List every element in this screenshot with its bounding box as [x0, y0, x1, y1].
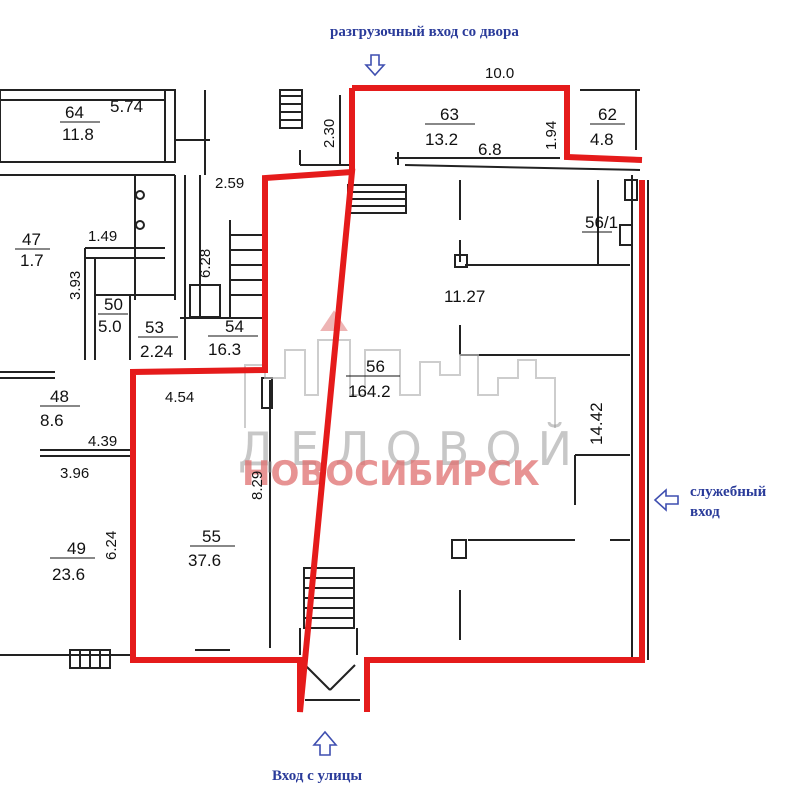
room-62-number: 62: [598, 105, 617, 124]
room-56-number: 56: [366, 357, 385, 376]
dim-1-49: 1.49: [88, 228, 117, 245]
watermark: ДЕЛОВОЙ НОВОСИБИРСК: [238, 310, 588, 494]
service-entrance-label-line1: служебный: [690, 484, 767, 500]
room-50-number: 50: [104, 295, 123, 314]
dimension-labels: 10.0 2.30 1.94 2.59 1.49 6.28 3.93 11.27…: [60, 65, 606, 560]
room-63-area: 13.2: [425, 130, 458, 149]
dim-8-29: 8.29: [249, 471, 266, 500]
dim-3-96: 3.96: [60, 465, 89, 482]
room-55-area: 37.6: [188, 551, 221, 570]
dim-2-59: 2.59: [215, 175, 244, 192]
room-64-dimension: 5.74: [110, 97, 143, 116]
dim-11-27: 11.27: [444, 287, 485, 306]
street-entrance-label: Вход с улицы: [272, 768, 362, 784]
room-64-number: 64: [65, 103, 84, 122]
room-labels: 64 11.8 5.74 63 13.2 6.8 62 4.8 47 1.7 5…: [15, 97, 625, 584]
dim-4-54: 4.54: [165, 389, 194, 406]
room-48-number: 48: [50, 387, 69, 406]
watermark-line1: ДЕЛОВОЙ: [238, 422, 588, 476]
watermark-line2: НОВОСИБИРСК: [242, 454, 540, 494]
dim-2-30: 2.30: [321, 119, 338, 148]
dim-1-94: 1.94: [543, 121, 560, 150]
service-entrance-label-line2: вход: [690, 504, 720, 520]
dim-6-24: 6.24: [103, 531, 120, 560]
room-62-area: 4.8: [590, 130, 614, 149]
up-arrow-icon: [312, 730, 338, 756]
room-49-number: 49: [67, 539, 86, 558]
room-53-area: 2.24: [140, 342, 173, 361]
dim-4-39: 4.39: [88, 433, 117, 450]
room-55-number: 55: [202, 527, 221, 546]
dim-6-28: 6.28: [197, 249, 214, 278]
room-50-area: 5.0: [98, 317, 122, 336]
dim-14-42: 14.42: [587, 402, 606, 445]
room-47-area: 1.7: [20, 251, 44, 270]
room-47-number: 47: [22, 230, 41, 249]
room-54-area: 16.3: [208, 340, 241, 359]
entrance-annotations: разгрузочный вход со двора служебный вхо…: [272, 24, 767, 784]
dim-3-93: 3.93: [67, 271, 84, 300]
room-56-area: 164.2: [348, 382, 391, 401]
yard-entrance-label: разгрузочный вход со двора: [330, 24, 519, 40]
watermark-logo-icon: [244, 310, 556, 428]
room-56-1-number: 56/1: [585, 213, 618, 232]
walls: [0, 89, 649, 701]
down-arrow-icon: [364, 54, 386, 77]
room-63-number: 63: [440, 105, 459, 124]
dim-10-0: 10.0: [485, 65, 514, 82]
premises-boundary: [130, 85, 645, 713]
room-64-area: 11.8: [62, 125, 94, 144]
room-54-number: 54: [225, 317, 244, 336]
room-49-area: 23.6: [52, 565, 85, 584]
room-53-number: 53: [145, 318, 164, 337]
room-63-dimension: 6.8: [478, 140, 502, 159]
left-arrow-icon: [653, 488, 679, 512]
room-48-area: 8.6: [40, 411, 64, 430]
